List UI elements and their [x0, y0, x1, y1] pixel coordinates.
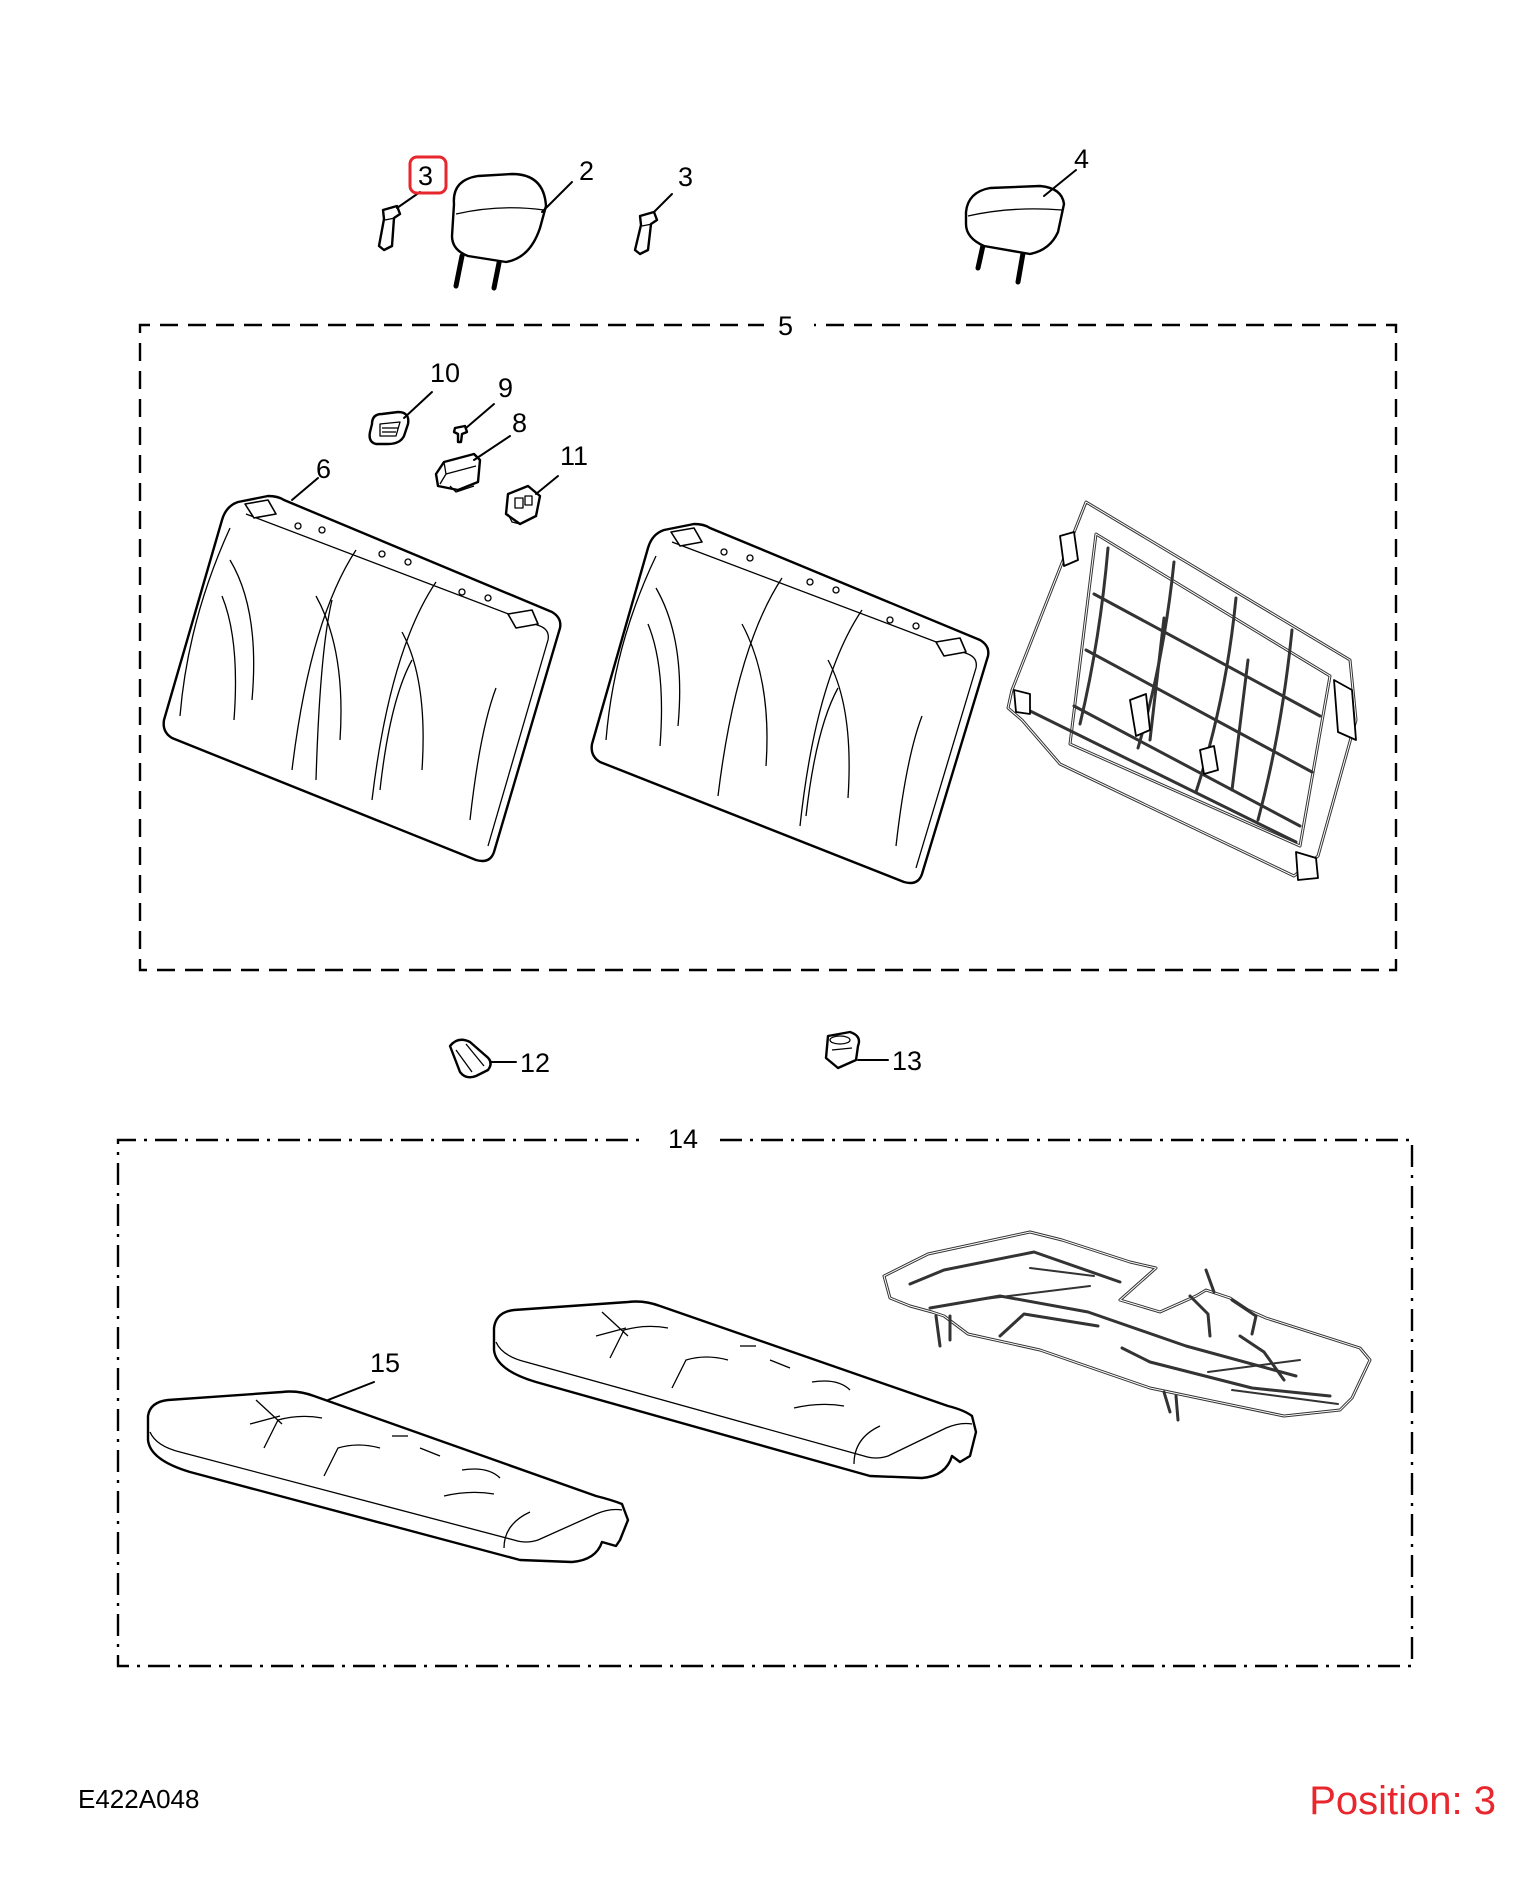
part-6-seatback-left[interactable]: [162, 477, 562, 863]
seatback-cushion-center[interactable]: [590, 522, 990, 885]
callout-4[interactable]: 4: [1074, 144, 1089, 174]
callout-9[interactable]: 9: [498, 373, 513, 403]
part-8-latch[interactable]: [434, 435, 511, 493]
selected-position-highlight: [408, 155, 448, 195]
part-11-clip[interactable]: [504, 475, 559, 526]
callout-10[interactable]: 10: [430, 358, 460, 388]
callout-3-left[interactable]: 3: [418, 161, 433, 191]
seatback-frame[interactable]: [1006, 500, 1358, 881]
part-13-clip[interactable]: [824, 1030, 889, 1070]
seat-cushion-frame[interactable]: [882, 1230, 1372, 1422]
callout-12[interactable]: 12: [520, 1048, 550, 1078]
position-label: Position: 3: [1309, 1779, 1496, 1823]
part-10-bezel[interactable]: [368, 391, 433, 446]
group-5-seatback-box: [138, 306, 1398, 972]
callout-8[interactable]: 8: [512, 408, 527, 438]
callout-13[interactable]: 13: [892, 1046, 922, 1076]
callout-2[interactable]: 2: [579, 156, 594, 186]
callout-5[interactable]: 5: [778, 311, 793, 341]
part-3-guide-right[interactable]: [633, 193, 673, 256]
callout-15[interactable]: 15: [370, 1348, 400, 1378]
callout-11[interactable]: 11: [560, 441, 588, 471]
part-4-headrest[interactable]: [964, 169, 1077, 285]
part-15-seat-cushion-left[interactable]: [146, 1381, 630, 1564]
diagram-code: E422A048: [78, 1784, 199, 1814]
callout-14[interactable]: 14: [668, 1124, 698, 1154]
seat-cushion-center[interactable]: [492, 1300, 978, 1480]
part-2-headrest[interactable]: [450, 172, 573, 291]
callout-3-right[interactable]: 3: [678, 162, 693, 192]
part-3-guide-left[interactable]: [377, 191, 421, 252]
part-12-strap-clip[interactable]: [448, 1038, 517, 1079]
part-9-screw[interactable]: [452, 403, 495, 444]
group-14-cushion-box: [116, 1138, 1414, 1668]
callout-6[interactable]: 6: [316, 454, 331, 484]
